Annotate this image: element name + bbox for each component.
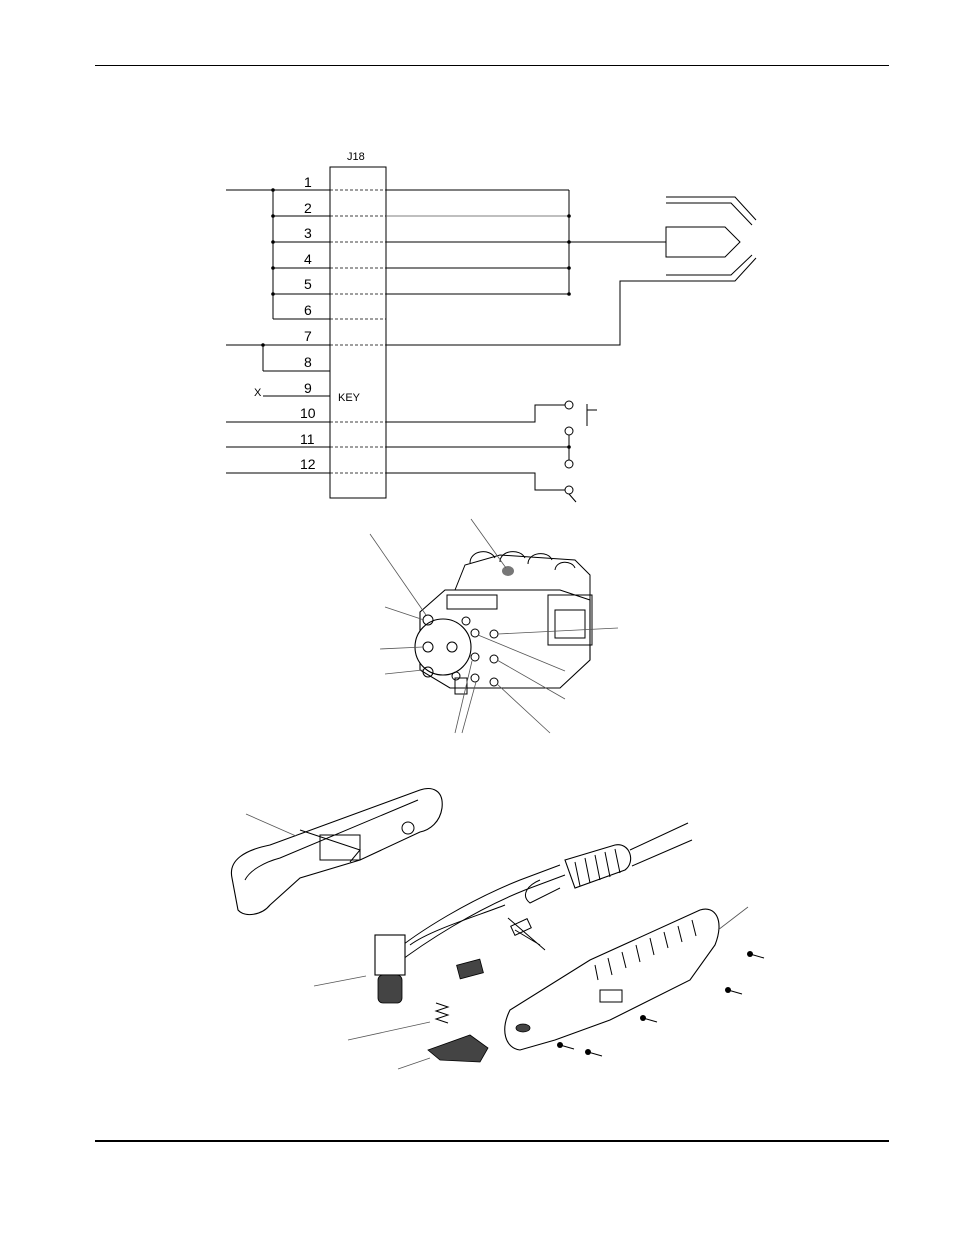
- pin-labels: 1 2 3 4 5 6 7 8 9 10 11 12: [300, 174, 316, 472]
- switch-contact-icon: [564, 426, 574, 436]
- x-label: X: [254, 387, 262, 399]
- pin-label: 3: [304, 225, 312, 241]
- pin-label: 4: [304, 251, 312, 267]
- pin-label: 11: [300, 431, 315, 447]
- pin-label: 6: [304, 302, 312, 318]
- right-wiring: [386, 189, 666, 503]
- left-wiring: [226, 188, 330, 474]
- pin-label: 12: [300, 456, 316, 472]
- pin-label: 5: [304, 276, 312, 292]
- torch-exploded-view: [230, 788, 765, 1070]
- screw-icon: [585, 1049, 603, 1057]
- screw-icon: [747, 951, 765, 959]
- screw-icon: [725, 987, 743, 995]
- switch-contact-icon: [564, 459, 574, 469]
- pin-label: 2: [304, 200, 312, 216]
- switch-contact-icon: [564, 400, 574, 410]
- connector-illustration: [369, 518, 619, 734]
- connector-internal-lines: [330, 189, 386, 474]
- header-rule: [95, 65, 889, 66]
- pin-label: 1: [304, 174, 312, 190]
- pin-label: 9: [304, 380, 312, 396]
- pin-label: 7: [304, 328, 312, 344]
- footer-rule: [95, 1140, 889, 1142]
- j18-connector-body: [329, 166, 387, 499]
- switch-contact-icon: [564, 485, 574, 495]
- screw-icon: [640, 1015, 658, 1023]
- connector-label: J18: [347, 151, 365, 163]
- screw-icon: [557, 1042, 575, 1050]
- pin-label: 8: [304, 354, 312, 370]
- torch-tip-symbol: [665, 196, 757, 282]
- wiring-schematic: J18 1 2 3 4 5 6 7 8 9 10 11 12 KEY X: [226, 151, 757, 503]
- key-label: KEY: [338, 392, 361, 404]
- pin-label: 10: [300, 405, 316, 421]
